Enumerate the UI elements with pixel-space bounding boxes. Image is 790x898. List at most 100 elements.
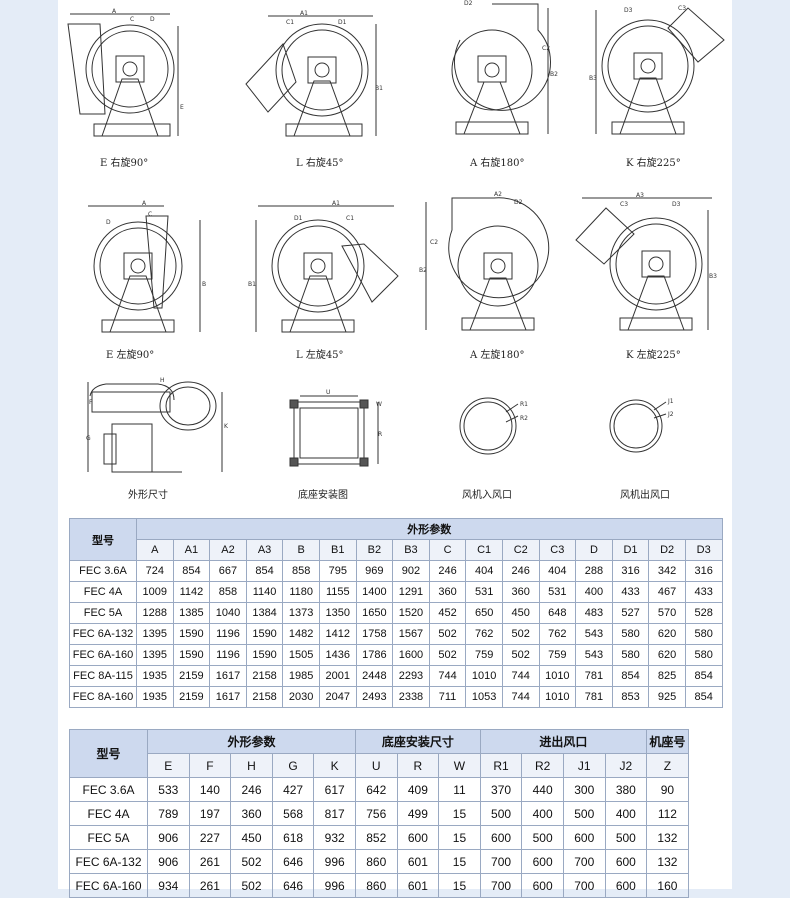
value-cell: 1935 [136,686,174,708]
column-header: J2 [604,753,648,778]
value-cell: 400 [521,801,564,826]
value-cell: 502 [501,623,540,645]
value-cell: 854 [611,665,650,687]
value-cell: 483 [575,602,613,624]
value-cell: 906 [147,825,190,850]
value-cell: 1650 [355,602,394,624]
value-cell: 15 [438,849,481,874]
value-cell: 450 [230,825,273,850]
column-header: R1 [479,753,523,778]
value-cell: 744 [428,665,467,687]
value-cell: 1291 [392,581,430,603]
value-cell: 132 [646,849,689,874]
value-cell: 160 [646,873,689,898]
value-cell: 906 [147,849,190,874]
value-cell: 759 [538,644,577,666]
model-cell: FEC 6A-132 [69,623,137,645]
value-cell: 500 [521,825,564,850]
column-header: B2 [355,539,394,561]
value-cell: 261 [188,873,232,898]
value-cell: 15 [438,825,481,850]
dim-label: D1 [338,19,347,26]
dim-label: G [86,435,91,442]
dim-label: B3 [709,273,717,280]
value-cell: 1009 [136,581,174,603]
diagram-caption: E 右旋90° [100,158,149,169]
value-cell: 568 [271,801,315,826]
value-cell: 781 [575,665,613,687]
dim-label: B3 [589,75,597,82]
value-cell: 1436 [318,644,357,666]
column-header: E [147,753,190,778]
diagram-caption: 底座安装图 [298,490,348,501]
value-cell: 1155 [318,581,357,603]
dim-label: A [112,8,117,15]
value-cell: 600 [604,873,648,898]
value-cell: 2047 [318,686,357,708]
value-cell: 1412 [318,623,357,645]
value-cell: 433 [611,581,650,603]
value-cell: 711 [428,686,467,708]
value-cell: 618 [271,825,315,850]
column-header: D1 [611,539,650,561]
value-cell: 112 [646,801,689,826]
value-cell: 1040 [209,602,247,624]
column-header: R2 [521,753,564,778]
dim-label: D [150,16,155,23]
value-cell: 316 [611,560,650,582]
value-cell: 400 [604,801,648,826]
value-cell: 2448 [355,665,394,687]
value-cell: 600 [521,849,564,874]
value-cell: 700 [562,873,606,898]
value-cell: 543 [575,623,613,645]
model-cell: FEC 6A-160 [69,873,148,898]
base-installation-diagram: U W R [282,384,392,474]
value-cell: 1142 [172,581,211,603]
value-cell: 1786 [355,644,394,666]
value-cell: 756 [354,801,398,826]
dim-label: D3 [672,201,681,208]
value-cell: 288 [575,560,613,582]
fan-outlet-diagram: J1 J2 [604,392,694,462]
value-cell: 580 [684,623,723,645]
model-header: 型号 [69,729,148,778]
value-cell: 825 [648,665,686,687]
dim-label: B2 [550,71,558,78]
value-cell: 1758 [355,623,394,645]
value-cell: 570 [648,602,686,624]
column-header: B1 [318,539,357,561]
value-cell: 744 [501,686,540,708]
value-cell: 789 [147,801,190,826]
dim-label: A1 [332,200,340,207]
value-cell: 300 [562,777,606,802]
diagram-caption: K 右旋225° [626,158,681,169]
value-cell: 227 [188,825,232,850]
model-header: 型号 [69,518,137,561]
table-header-row: 型号外形参数 [69,518,723,561]
dim-label: A3 [636,192,644,199]
column-header: F [188,753,232,778]
diagram-caption: A 左旋180° [470,350,525,361]
value-cell: 132 [646,825,689,850]
value-cell: 1600 [392,644,430,666]
dim-label: C2 [430,239,438,246]
value-cell: 860 [354,849,398,874]
dim-label: E [180,104,184,111]
value-cell: 934 [147,873,190,898]
value-cell: 370 [479,777,523,802]
value-cell: 1196 [209,623,247,645]
value-cell: 500 [604,825,648,850]
value-cell: 902 [392,560,430,582]
value-cell: 650 [465,602,503,624]
group-header: 底座安装尺寸 [354,729,481,754]
value-cell: 648 [538,602,577,624]
diagram-caption: 风机出风口 [620,490,670,501]
dim-label: D [106,219,111,226]
